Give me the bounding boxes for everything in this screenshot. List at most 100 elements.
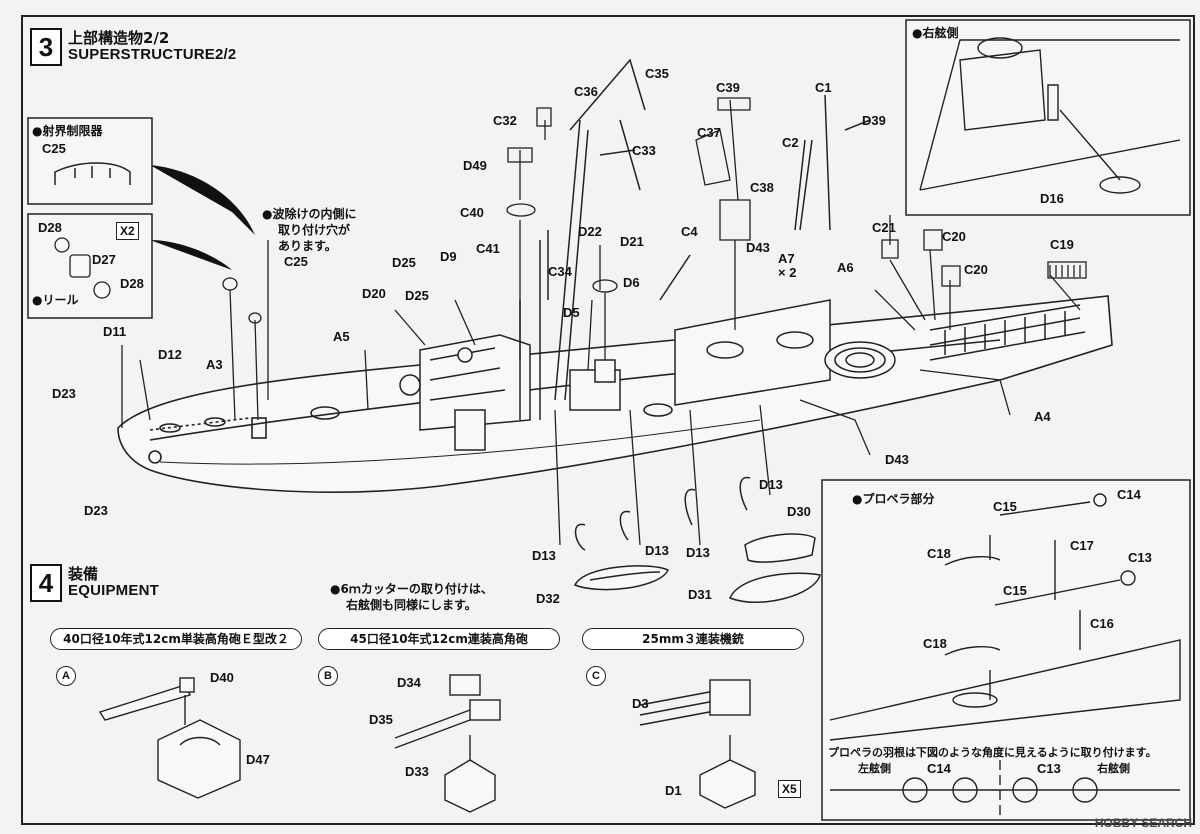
label-d43b: D43	[885, 452, 909, 467]
step-3-number: 3	[30, 28, 62, 66]
inset-range-limiter-frame	[27, 117, 153, 205]
label-c33: C33	[632, 143, 656, 158]
label-d21: D21	[620, 234, 644, 249]
port-side-label: 左舷側	[858, 762, 891, 775]
label-d20: D20	[362, 286, 386, 301]
label-d43a: D43	[746, 240, 770, 255]
label-d13c: D13	[645, 543, 669, 558]
label-bottom-c14: C14	[927, 761, 952, 776]
label-a4: A4	[1034, 409, 1051, 424]
callout-swoosh-1	[150, 165, 255, 235]
label-d31: D31	[688, 587, 712, 602]
label-prop-c17: C17	[1070, 538, 1094, 553]
label-d33: D33	[405, 764, 429, 779]
equipment-c-title: 25mm３連装機銃	[582, 628, 804, 650]
part-labels: C36 C35 C32 C33 D49 C40 C41 C34 C39 C37 …	[52, 66, 1074, 606]
label-d5: D5	[563, 305, 580, 320]
breakwater-note-line-1: ●波除けの内側に	[262, 207, 357, 221]
label-a7: A7	[778, 251, 795, 266]
label-d34: D34	[397, 675, 422, 690]
step-4-number: 4	[30, 564, 62, 602]
equipment-b-title: 45口径10年式12cm連装高角砲	[318, 628, 560, 650]
label-d25a: D25	[392, 255, 416, 270]
aft-deckhouse	[569, 299, 1086, 411]
reel-parts	[54, 237, 111, 299]
label-c40: C40	[460, 205, 484, 220]
label-d32: D32	[536, 591, 560, 606]
label-prop-c18a: C18	[927, 546, 951, 561]
callout-swoosh-2	[150, 240, 232, 270]
cutter-note-line-1: ●6ｍカッターの取り付けは、	[330, 582, 493, 596]
label-prop-c15b: C15	[1003, 583, 1027, 598]
label-a6: A6	[837, 260, 854, 275]
cutter-note-line-2: 右舷側も同様にします。	[346, 598, 477, 612]
label-d13d: D13	[686, 545, 710, 560]
equipment-drawings	[98, 674, 756, 813]
label-c34: C34	[548, 264, 573, 279]
label-d3: D3	[632, 696, 649, 711]
watermark: HOBBY SEARCH	[1094, 816, 1192, 830]
label-c20a: C20	[942, 229, 966, 244]
leader-lines	[121, 97, 1087, 546]
label-c32: C32	[493, 113, 517, 128]
inset-propeller-title: ●プロペラ部分	[852, 492, 935, 506]
label-d39: D39	[862, 113, 886, 128]
equipment-c-qty-badge: X5	[778, 780, 801, 798]
starboard-detail	[919, 37, 1181, 194]
label-c36: C36	[574, 84, 598, 99]
label-c1: C1	[815, 80, 832, 95]
propeller-note: プロペラの羽根は下図のような角度に見えるように取り付けます。	[828, 746, 1157, 759]
starboard-side-label: 右舷側	[1097, 762, 1130, 775]
label-bottom-c13: C13	[1037, 761, 1061, 776]
label-c2: C2	[782, 135, 799, 150]
label-a5: A5	[333, 329, 350, 344]
label-inset-c25: C25	[42, 141, 66, 156]
label-d6: D6	[623, 275, 640, 290]
label-c38: C38	[750, 180, 774, 195]
label-c25: C25	[284, 254, 308, 269]
label-d35: D35	[369, 712, 393, 727]
label-c39: C39	[716, 80, 740, 95]
label-c37: C37	[697, 125, 721, 140]
label-reel-d27: D27	[92, 252, 116, 267]
equipment-b-circle: B	[318, 666, 338, 686]
page-frame	[21, 15, 1195, 825]
label-a7x: × 2	[778, 265, 796, 280]
breakwater-note-line-3: あります。	[278, 239, 337, 253]
step-3-title-jp: 上部構造物2/2	[68, 29, 170, 47]
label-d49: D49	[463, 158, 487, 173]
label-c35: C35	[645, 66, 669, 81]
label-d40: D40	[210, 670, 234, 685]
label-reel-d28a: D28	[38, 220, 62, 235]
label-c4: C4	[681, 224, 698, 239]
label-d9: D9	[440, 249, 457, 264]
inset-propeller-frame	[821, 479, 1191, 821]
label-prop-c18b: C18	[923, 636, 947, 651]
step-4-title-en: EQUIPMENT	[68, 582, 159, 599]
inset-reel-title: ●リール	[32, 293, 79, 307]
reel-qty-badge: X2	[116, 222, 139, 240]
label-prop-c15a: C15	[993, 499, 1017, 514]
label-c41: C41	[476, 241, 500, 256]
label-reel-d28b: D28	[120, 276, 144, 291]
label-d23a: D23	[52, 386, 76, 401]
inset-range-limiter-title: ●射界制限器	[32, 124, 103, 138]
label-d13b: D13	[532, 548, 556, 563]
step-3-title-en: SUPERSTRUCTURE2/2	[68, 46, 237, 63]
propeller-detail	[829, 493, 1181, 815]
label-d30: D30	[787, 504, 811, 519]
label-c21: C21	[872, 220, 896, 235]
label-c19: C19	[1050, 237, 1074, 252]
equipment-c-circle: C	[586, 666, 606, 686]
label-c20b: C20	[964, 262, 988, 277]
label-d23b: D23	[84, 503, 108, 518]
label-d47: D47	[246, 752, 270, 767]
label-prop-c16: C16	[1090, 616, 1114, 631]
masts	[554, 58, 871, 401]
inset-starboard-title: ●右舷側	[912, 26, 959, 40]
label-d11: D11	[103, 324, 126, 339]
label-d25b: D25	[405, 288, 429, 303]
label-d12: D12	[158, 347, 182, 362]
label-d22: D22	[578, 224, 602, 239]
